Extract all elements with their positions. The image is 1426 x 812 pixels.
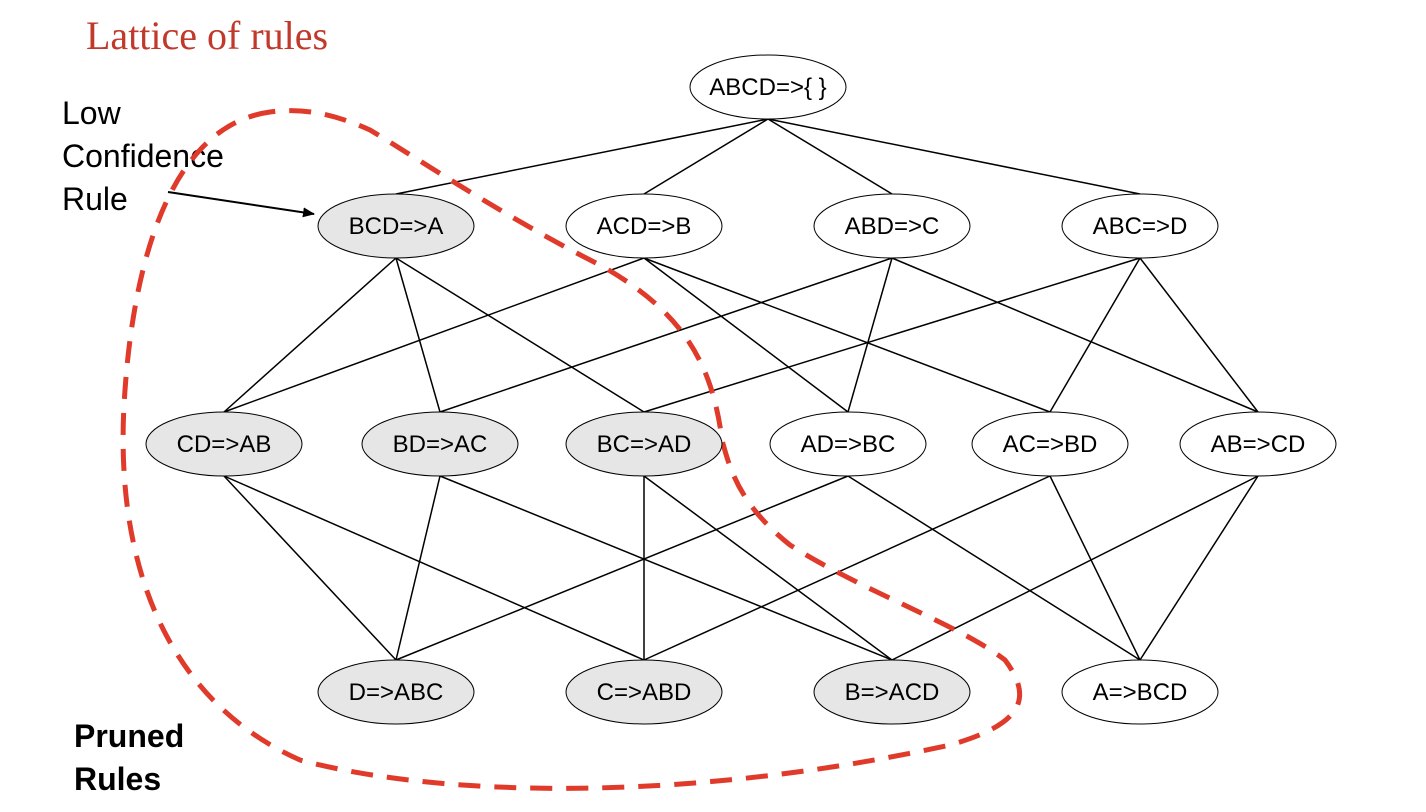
lattice-edge xyxy=(767,118,1141,195)
lattice-edge xyxy=(643,475,1051,661)
rule-node-label: ABC=>D xyxy=(1093,213,1188,240)
rule-node-ellipse xyxy=(1061,659,1219,725)
rule-node-label: BCD=>A xyxy=(349,213,444,240)
rule-node-label: C=>ABD xyxy=(597,679,692,706)
lattice-nodes: ABCD=>{ } BCD=>A ACD=>B ABD=>C ABC=>D CD=>AB B… xyxy=(145,54,1337,725)
rule-node-label: AC=>BD xyxy=(1003,431,1098,458)
pruned-region-boundary xyxy=(120,108,1023,791)
annotation-line: Rules xyxy=(74,761,162,797)
rule-node-ellipse xyxy=(361,411,519,477)
rule-node: ABD=>C xyxy=(813,193,971,259)
lattice-edge xyxy=(1049,475,1141,661)
rule-node: ABCD=>{ } xyxy=(689,54,847,120)
rule-node-label: A=>BCD xyxy=(1093,679,1188,706)
lattice-edge xyxy=(1139,257,1259,413)
rule-node-ellipse xyxy=(1061,193,1219,259)
rule-node-label: BC=>AD xyxy=(597,431,692,458)
rule-node-ellipse xyxy=(813,193,971,259)
rule-node-ellipse xyxy=(565,659,723,725)
rule-node-ellipse xyxy=(565,411,723,477)
lattice-edge xyxy=(439,475,893,661)
rule-node-ellipse xyxy=(317,659,475,725)
rule-node-ellipse xyxy=(689,54,847,120)
rule-node-ellipse xyxy=(971,411,1129,477)
rule-node-ellipse xyxy=(145,411,303,477)
annotation-line: Low xyxy=(62,95,121,131)
rule-node: AC=>BD xyxy=(971,411,1129,477)
pruned-rules-annotation: Pruned Rules xyxy=(74,715,184,801)
rule-node-ellipse xyxy=(813,659,971,725)
rule-node: AB=>CD xyxy=(1179,411,1337,477)
lattice-edge xyxy=(223,475,397,661)
lattice-edge xyxy=(395,475,849,661)
lattice-edge xyxy=(643,475,893,661)
low-confidence-arrow xyxy=(167,191,315,218)
lattice-edge xyxy=(395,257,645,413)
rule-node-label: B=>ACD xyxy=(845,679,940,706)
annotation-line: Rule xyxy=(62,181,128,217)
rule-node: ACD=>B xyxy=(565,193,723,259)
lattice-edge xyxy=(643,118,769,195)
lattice-edge xyxy=(767,118,893,195)
rule-node-pruned: B=>ACD xyxy=(813,659,971,725)
rule-node-pruned: BC=>AD xyxy=(565,411,723,477)
lattice-edge xyxy=(395,257,441,413)
lattice-edge xyxy=(1139,475,1259,661)
lattice-edge xyxy=(223,257,645,413)
rule-node-ellipse xyxy=(769,411,927,477)
lattice-edge xyxy=(395,118,769,195)
lattice-edge xyxy=(891,475,1259,661)
rule-node-ellipse xyxy=(317,193,475,259)
rule-node-label: D=>ABC xyxy=(349,679,444,706)
lattice-edge xyxy=(223,257,397,413)
rule-node-pruned: C=>ABD xyxy=(565,659,723,725)
lattice-edge xyxy=(223,475,645,661)
lattice-edge xyxy=(643,257,1051,413)
rule-node-label: AD=>BC xyxy=(801,431,896,458)
rule-node-label: ABD=>C xyxy=(845,213,940,240)
lattice-edge xyxy=(1049,257,1141,413)
annotation-line: Pruned xyxy=(74,718,185,754)
rule-node-pruned: BCD=>A xyxy=(317,193,475,259)
rule-node: ABC=>D xyxy=(1061,193,1219,259)
rule-node-ellipse xyxy=(1179,411,1337,477)
rule-node-label: CD=>AB xyxy=(177,431,272,458)
rule-node-pruned: CD=>AB xyxy=(145,411,303,477)
lattice-edge xyxy=(395,475,441,661)
rule-node-label: BD=>AC xyxy=(393,431,488,458)
rule-node-pruned: BD=>AC xyxy=(361,411,519,477)
rule-node-label: AB=>CD xyxy=(1211,431,1306,458)
rule-node-ellipse xyxy=(565,193,723,259)
diagram-title: Lattice of rules xyxy=(86,13,329,58)
lattice-edge xyxy=(439,257,893,413)
lattice-edge xyxy=(847,257,893,413)
lattice-edge xyxy=(847,475,1141,661)
rule-node-pruned: D=>ABC xyxy=(317,659,475,725)
rule-node: AD=>BC xyxy=(769,411,927,477)
rule-node-label: ABCD=>{ } xyxy=(709,74,826,101)
lattice-edge xyxy=(643,257,849,413)
lattice-edge xyxy=(891,257,1259,413)
rule-node: A=>BCD xyxy=(1061,659,1219,725)
lattice-edge xyxy=(643,257,1141,413)
rule-node-label: ACD=>B xyxy=(597,213,692,240)
